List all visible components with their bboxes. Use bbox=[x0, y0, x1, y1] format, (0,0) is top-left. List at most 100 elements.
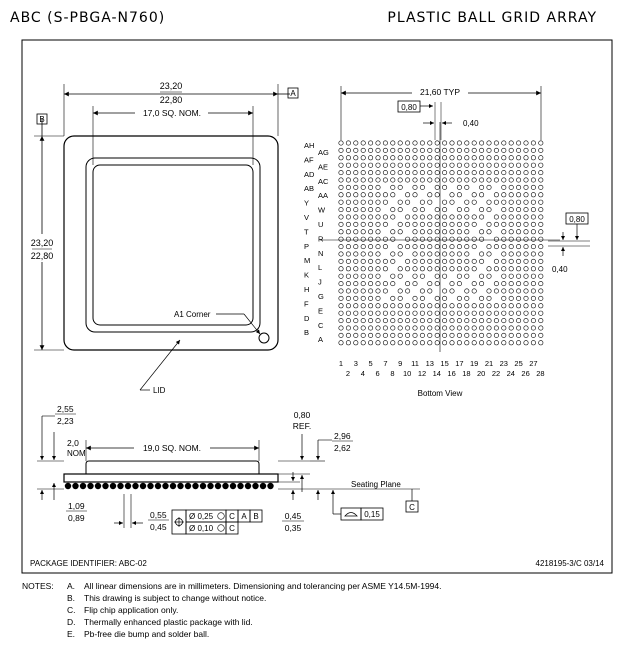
solder-ball bbox=[353, 162, 359, 168]
solder-ball bbox=[464, 170, 470, 176]
solder-ball bbox=[538, 332, 544, 338]
solder-ball bbox=[464, 244, 470, 250]
solder-ball bbox=[508, 184, 514, 190]
side-tol2: Ø 0,10 bbox=[189, 524, 214, 533]
solder-ball bbox=[523, 147, 529, 153]
solder-ball bbox=[419, 244, 425, 250]
solder-ball bbox=[368, 318, 374, 324]
solder-ball bbox=[427, 140, 433, 146]
solder-ball bbox=[419, 258, 425, 264]
col-label: 25 bbox=[514, 359, 522, 368]
solder-ball bbox=[360, 214, 366, 220]
solder-ball bbox=[456, 155, 462, 161]
solder-ball bbox=[412, 295, 418, 301]
solder-ball bbox=[523, 310, 529, 316]
lid-outline-outer bbox=[85, 157, 261, 333]
solder-ball bbox=[508, 325, 514, 331]
solder-ball bbox=[530, 303, 536, 309]
solder-ball bbox=[449, 244, 455, 250]
solder-ball bbox=[516, 332, 522, 338]
solder-ball bbox=[516, 140, 522, 146]
solder-ball bbox=[427, 340, 433, 346]
solder-ball bbox=[382, 140, 388, 146]
solder-ball bbox=[338, 207, 344, 213]
solder-ball bbox=[375, 184, 381, 190]
solder-ball bbox=[508, 162, 514, 168]
solder-ball bbox=[382, 162, 388, 168]
solder-ball bbox=[538, 303, 544, 309]
solder-ball bbox=[353, 184, 359, 190]
solder-ball bbox=[434, 155, 440, 161]
solder-ball bbox=[523, 318, 529, 324]
solder-ball bbox=[390, 340, 396, 346]
solder-ball bbox=[390, 170, 396, 176]
solder-ball bbox=[360, 325, 366, 331]
solder-ball bbox=[338, 155, 344, 161]
solder-ball bbox=[382, 177, 388, 183]
solder-ball bbox=[397, 303, 403, 309]
solder-ball bbox=[412, 318, 418, 324]
solder-ball bbox=[434, 251, 440, 257]
solder-ball bbox=[412, 244, 418, 250]
solder-ball bbox=[523, 229, 529, 235]
solder-ball bbox=[479, 162, 485, 168]
side-standoff-min: 0,89 bbox=[68, 513, 85, 523]
top-width-min: 22,80 bbox=[160, 95, 183, 105]
package-identifier: PACKAGE IDENTIFIER: ABC-02 bbox=[30, 559, 147, 568]
solder-ball bbox=[368, 147, 374, 153]
solder-ball bbox=[464, 340, 470, 346]
solder-ball bbox=[397, 310, 403, 316]
solder-ball bbox=[471, 147, 477, 153]
solder-ball bbox=[523, 177, 529, 183]
solder-ball bbox=[419, 221, 425, 227]
solder-ball bbox=[538, 177, 544, 183]
solder-ball bbox=[538, 281, 544, 287]
solder-ball bbox=[493, 192, 499, 198]
solder-ball bbox=[449, 332, 455, 338]
side-tol1-datum-c: C bbox=[229, 512, 235, 521]
solder-ball bbox=[338, 229, 344, 235]
solder-ball bbox=[434, 281, 440, 287]
package-type-title: PLASTIC BALL GRID ARRAY bbox=[387, 10, 597, 26]
solder-ball bbox=[508, 295, 514, 301]
solder-ball bbox=[486, 266, 492, 272]
solder-ball bbox=[516, 244, 522, 250]
solder-ball bbox=[471, 281, 477, 287]
solder-ball bbox=[449, 281, 455, 287]
solder-ball bbox=[390, 147, 396, 153]
solder-ball bbox=[360, 288, 366, 294]
solder-ball bbox=[449, 310, 455, 316]
solder-ball bbox=[538, 199, 544, 205]
solder-ball bbox=[456, 170, 462, 176]
datum-b: B bbox=[39, 115, 44, 124]
solder-ball bbox=[375, 318, 381, 324]
solder-ball bbox=[479, 236, 485, 242]
mmc-icon bbox=[217, 512, 225, 520]
side-tol1-datum-b: B bbox=[253, 512, 258, 521]
solder-ball bbox=[338, 258, 344, 264]
solder-ball bbox=[501, 140, 507, 146]
solder-ball bbox=[442, 147, 448, 153]
note-item: B.This drawing is subject to change with… bbox=[67, 593, 267, 603]
solder-ball bbox=[397, 251, 403, 257]
solder-ball bbox=[471, 170, 477, 176]
solder-ball bbox=[390, 281, 396, 287]
top-height-min: 22,80 bbox=[31, 251, 54, 261]
solder-ball bbox=[345, 258, 351, 264]
solder-ball bbox=[412, 170, 418, 176]
solder-ball bbox=[427, 258, 433, 264]
solder-ball bbox=[390, 184, 396, 190]
solder-ball bbox=[530, 221, 536, 227]
solder-ball bbox=[493, 214, 499, 220]
solder-ball bbox=[530, 266, 536, 272]
solder-ball bbox=[508, 199, 514, 205]
side-solder-ball bbox=[222, 482, 229, 490]
solder-ball bbox=[449, 318, 455, 324]
solder-ball bbox=[397, 221, 403, 227]
solder-ball bbox=[493, 221, 499, 227]
solder-ball bbox=[397, 332, 403, 338]
solder-ball bbox=[353, 325, 359, 331]
side-solder-ball bbox=[87, 482, 94, 490]
col-label: 6 bbox=[376, 369, 380, 378]
solder-ball bbox=[464, 207, 470, 213]
